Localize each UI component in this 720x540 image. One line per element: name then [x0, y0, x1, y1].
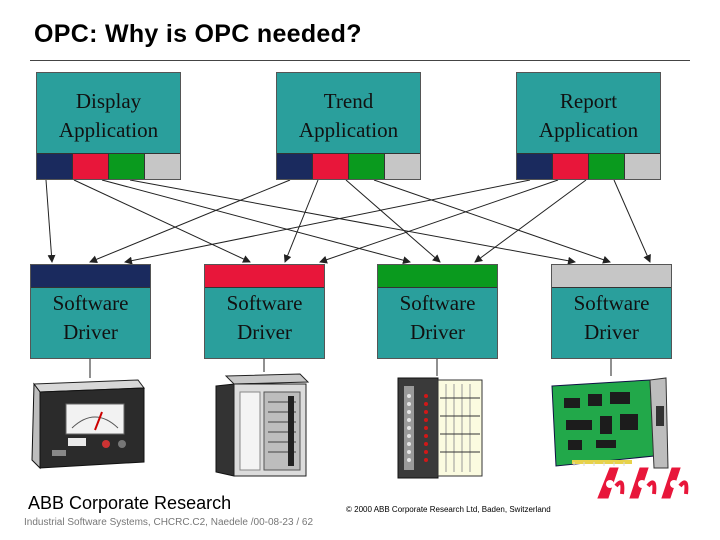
app-color-strip — [37, 153, 180, 179]
line-trend-driver1 — [89, 179, 291, 264]
trend-application-box: Trend Application — [276, 72, 421, 180]
software-driver-3: Software Driver — [377, 264, 498, 359]
line-report-driver1 — [124, 179, 531, 265]
software-driver-2: Software Driver — [204, 264, 325, 359]
line-display-driver1 — [45, 179, 56, 263]
footer-organization: ABB Corporate Research — [28, 493, 232, 513]
line-display-driver2 — [73, 179, 251, 263]
driver-label: Software Driver — [226, 291, 303, 344]
app-label: Report Application — [538, 89, 639, 142]
driver-label: Software Driver — [399, 291, 476, 344]
title-divider — [30, 60, 690, 61]
slide-title: OPC: Why is OPC needed? — [34, 20, 362, 48]
driver-color-bar — [552, 265, 671, 288]
io-module-icon — [397, 377, 483, 479]
footer-copyright: © 2000 ABB Corporate Research Ltd, Baden… — [346, 505, 551, 514]
panel-meter-icon — [31, 379, 145, 470]
driver-color-bar — [31, 265, 150, 288]
line-report-driver3 — [474, 179, 587, 263]
software-driver-4: Software Driver — [551, 264, 672, 359]
line-trend-driver2 — [283, 179, 319, 263]
app-label: Trend Application — [298, 89, 399, 142]
abb-logo-icon — [597, 467, 689, 499]
interface-card-icon — [551, 377, 669, 469]
display-application-box: Display Application — [36, 72, 181, 180]
driver-color-bar — [378, 265, 497, 288]
app-color-strip — [277, 153, 420, 179]
footer-subline: Industrial Software Systems, CHCRC.C2, N… — [24, 517, 314, 528]
line-display-driver4 — [129, 179, 576, 265]
app-color-strip — [517, 153, 660, 179]
line-report-driver4 — [613, 179, 651, 263]
controller-rack-icon — [215, 373, 310, 477]
line-report-driver2 — [319, 179, 559, 264]
driver-label: Software Driver — [52, 291, 129, 344]
app-label: Display Application — [58, 89, 159, 142]
line-trend-driver4 — [373, 179, 611, 264]
report-application-box: Report Application — [516, 72, 661, 180]
line-trend-driver3 — [345, 179, 441, 263]
driver-label: Software Driver — [573, 291, 650, 344]
driver-color-bar — [205, 265, 324, 288]
software-driver-1: Software Driver — [30, 264, 151, 359]
